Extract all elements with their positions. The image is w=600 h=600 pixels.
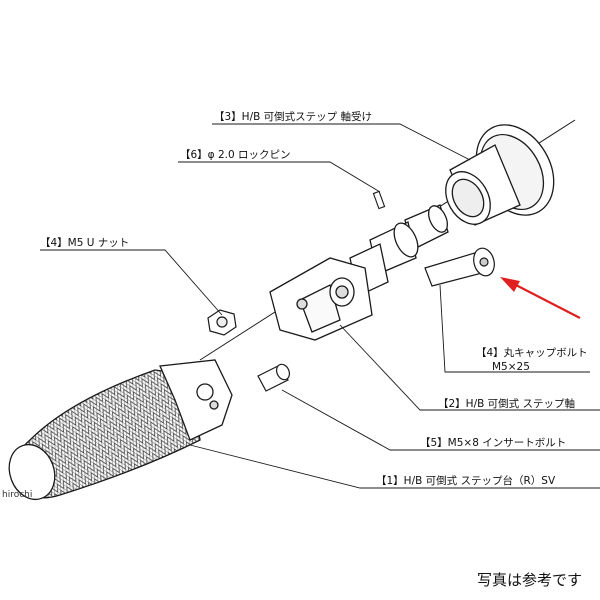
cap-bolt-part bbox=[424, 247, 495, 287]
highlight-arrow bbox=[500, 277, 581, 319]
lock-pin-part bbox=[372, 190, 386, 210]
step-shaft-part bbox=[269, 204, 449, 341]
label-part5: 【5】M5×8 インサートボルト bbox=[420, 437, 566, 449]
label-part6: 【6】φ 2.0 ロックピン bbox=[180, 149, 290, 161]
leader-lines bbox=[40, 123, 600, 489]
label-part4-nut: 【4】M5 U ナット bbox=[40, 237, 129, 249]
label-part2: 【2】H/B 可倒式 ステップ軸 bbox=[438, 397, 575, 410]
label-part4-bolt-size: M5×25 bbox=[492, 361, 530, 373]
step-base-part bbox=[8, 359, 233, 501]
u-nut-part bbox=[207, 309, 237, 336]
bearing-housing-part bbox=[445, 124, 555, 226]
label-part3: 【3】H/B 可倒式ステップ 軸受け bbox=[214, 110, 372, 123]
reference-note: 写真は参考です bbox=[476, 571, 582, 589]
label-part4-bolt: 【4】丸キャップボルト bbox=[476, 346, 588, 359]
watermark: hirochi bbox=[2, 490, 33, 500]
label-part1: 【1】H/B 可倒式 ステップ台（R）SV bbox=[376, 474, 556, 487]
insert-bolt-part bbox=[257, 363, 291, 392]
